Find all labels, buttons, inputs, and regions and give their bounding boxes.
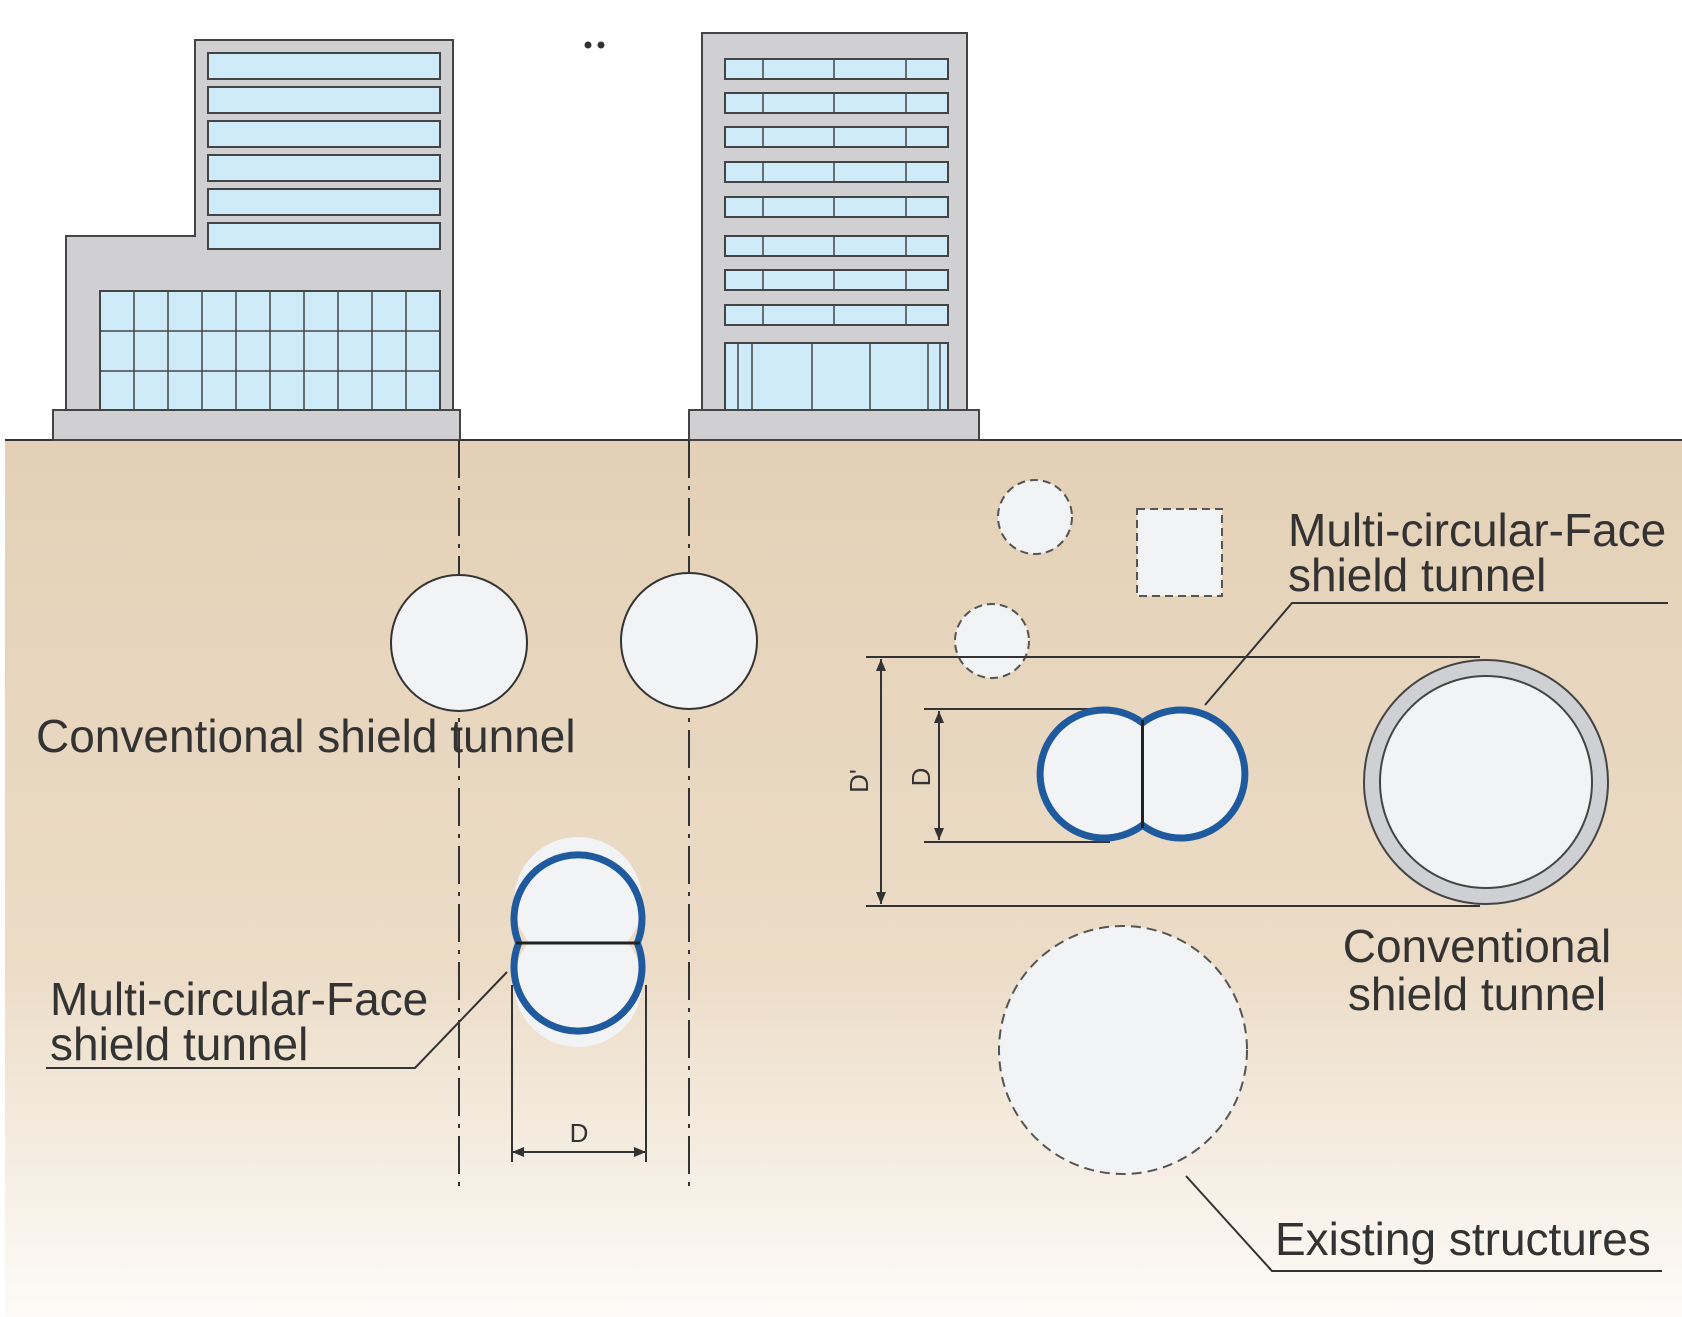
right-building-base — [688, 409, 980, 441]
conventional-tunnel-left-1 — [390, 574, 528, 712]
left-building — [52, 39, 461, 441]
window-strip — [724, 196, 949, 218]
window-strip — [724, 126, 949, 148]
left-building-lower-windows — [99, 290, 441, 411]
window-strip — [207, 222, 441, 250]
window-strip — [207, 86, 441, 114]
dot-mark — [584, 41, 592, 49]
existing-structure-square — [1136, 508, 1223, 597]
right-building-windows — [724, 58, 949, 326]
dimension-d-prime — [866, 656, 1480, 907]
window-strip — [724, 92, 949, 114]
existing-structure-small-1 — [997, 479, 1073, 555]
window-strip — [724, 235, 949, 257]
dot-mark — [597, 41, 605, 49]
label-conventional-right-line1: Conventional — [1343, 920, 1612, 972]
leader-line-multi-right — [1204, 602, 1668, 706]
dimension-d-right — [924, 708, 1110, 843]
window-strip — [724, 304, 949, 326]
right-building-lobby — [724, 342, 949, 411]
conventional-tunnel-left-2 — [620, 572, 758, 710]
multi-circular-tunnel-vertical — [510, 837, 646, 1047]
window-strip — [207, 120, 441, 148]
left-building-upper-windows — [207, 52, 441, 250]
label-multi-right-line2: shield tunnel — [1288, 549, 1546, 601]
label-conventional-left: Conventional shield tunnel — [36, 710, 576, 762]
ground — [5, 440, 1682, 1317]
label-existing-structures: Existing structures — [1275, 1213, 1651, 1265]
left-building-base — [52, 409, 461, 441]
leader-line-existing — [1185, 1175, 1662, 1272]
window-strip — [207, 154, 441, 182]
conventional-tunnel-right — [1363, 659, 1609, 905]
window-strip — [724, 161, 949, 183]
multi-circular-tunnel-horizontal — [1036, 706, 1249, 842]
window-strip — [207, 188, 441, 216]
window-strip — [724, 58, 949, 80]
lobby-glass — [724, 342, 949, 411]
existing-structure-small-2 — [954, 603, 1030, 679]
window-strip — [724, 269, 949, 291]
leader-line-multi-left — [46, 971, 508, 1069]
dimension-d-bottom — [511, 985, 647, 1162]
dimension-d-bottom-label: D — [570, 1118, 589, 1148]
label-multi-right-line1: Multi-circular-Face — [1288, 504, 1666, 556]
label-multi-left-line1: Multi-circular-Face — [50, 973, 428, 1025]
label-conventional-right-line2: shield tunnel — [1348, 968, 1606, 1020]
existing-structure-large — [998, 925, 1248, 1175]
dimension-d-prime-label: D' — [844, 769, 874, 793]
dimension-d-right-label: D — [906, 768, 936, 787]
label-multi-left-line2: shield tunnel — [50, 1018, 308, 1070]
window-strip — [207, 52, 441, 80]
right-building — [688, 32, 980, 441]
